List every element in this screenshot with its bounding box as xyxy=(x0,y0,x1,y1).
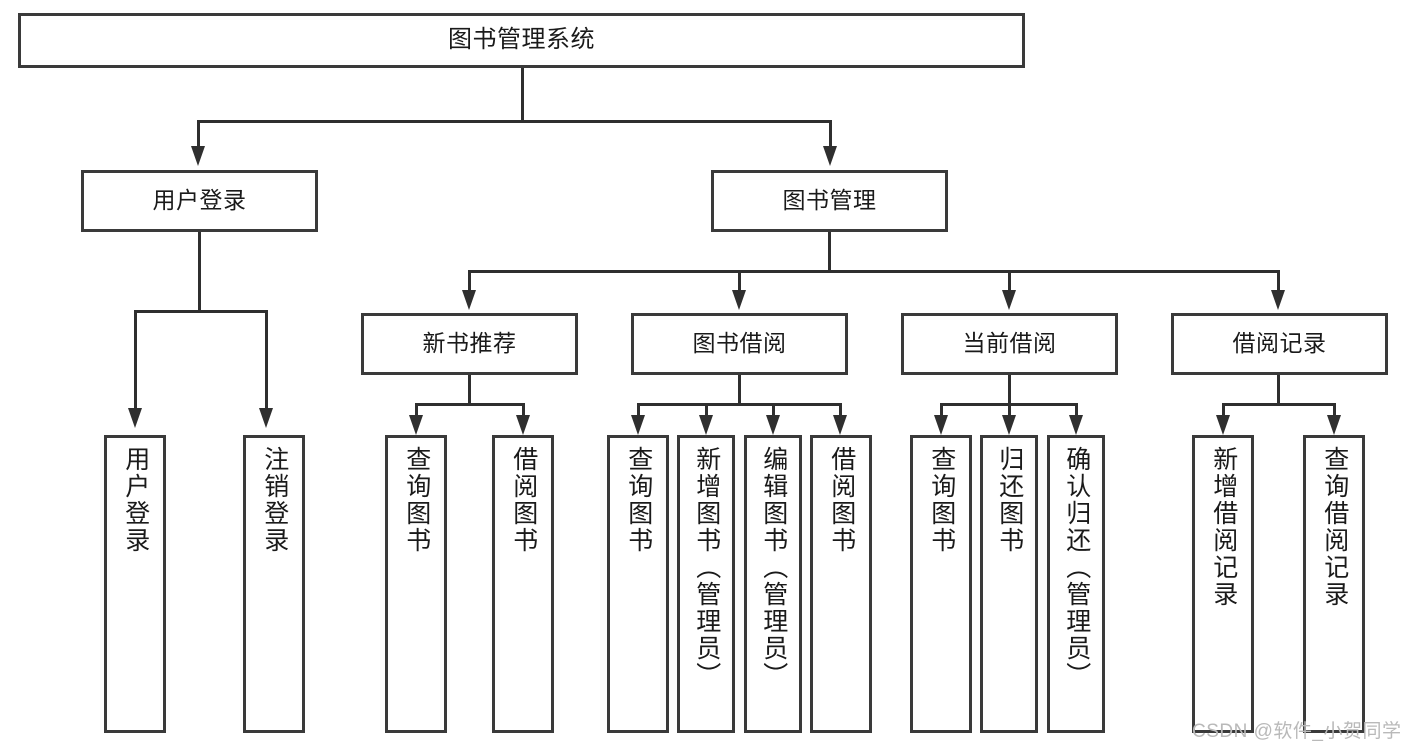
connector-root-stem xyxy=(521,68,524,120)
connector-level3-bus xyxy=(468,270,1280,273)
arrowhead-new-book xyxy=(462,290,476,310)
arrowhead-leaf-user-login-2 xyxy=(259,408,273,428)
leaf-label: 确认归还（管理员） xyxy=(1062,446,1091,689)
leaf-user-login-login[interactable]: 用户登录 xyxy=(104,435,166,733)
node-label: 借阅记录 xyxy=(1232,330,1327,357)
node-label: 新书推荐 xyxy=(422,330,517,357)
connector-book-borrow-drop-2 xyxy=(705,403,708,417)
arrowhead-leaf-book-borrow-1 xyxy=(631,415,645,435)
connector-new-book-stem xyxy=(468,375,471,403)
arrowhead-book-manage xyxy=(823,146,837,166)
connector-borrow-record-stem xyxy=(1277,375,1280,403)
arrowhead-leaf-new-book-2 xyxy=(516,415,530,435)
leaf-book-borrow-query[interactable]: 查询图书 xyxy=(607,435,669,733)
leaf-label: 新增借阅记录 xyxy=(1209,446,1238,608)
arrowhead-current-borrow xyxy=(1002,290,1016,310)
connector-level2-bus xyxy=(197,120,832,123)
connector-to-new-book xyxy=(468,270,471,292)
connector-new-book-drop-2 xyxy=(522,403,525,417)
leaf-book-borrow-add[interactable]: 新增图书（管理员） xyxy=(677,435,735,733)
leaf-book-borrow-borrow[interactable]: 借阅图书 xyxy=(810,435,872,733)
leaf-user-login-logout[interactable]: 注销登录 xyxy=(243,435,305,733)
arrowhead-borrow-record xyxy=(1271,290,1285,310)
arrowhead-leaf-new-book-1 xyxy=(409,415,423,435)
leaf-current-borrow-confirm[interactable]: 确认归还（管理员） xyxy=(1047,435,1105,733)
leaf-new-book-query[interactable]: 查询图书 xyxy=(385,435,447,733)
arrowhead-leaf-borrow-record-2 xyxy=(1327,415,1341,435)
leaf-borrow-record-add[interactable]: 新增借阅记录 xyxy=(1192,435,1254,733)
connector-borrow-record-bus xyxy=(1222,403,1336,406)
connector-book-borrow-drop-1 xyxy=(637,403,640,417)
node-user-login[interactable]: 用户登录 xyxy=(81,170,318,232)
connector-new-book-bus xyxy=(415,403,525,406)
leaf-label: 借阅图书 xyxy=(509,446,538,554)
leaf-new-book-borrow[interactable]: 借阅图书 xyxy=(492,435,554,733)
leaf-label: 查询图书 xyxy=(402,446,431,554)
leaf-label: 编辑图书（管理员） xyxy=(759,446,788,689)
connector-book-borrow-drop-3 xyxy=(772,403,775,417)
connector-book-manage-stem xyxy=(828,232,831,270)
node-label: 图书借阅 xyxy=(692,330,787,357)
connector-book-borrow-drop-4 xyxy=(839,403,842,417)
node-book-management[interactable]: 图书管理 xyxy=(711,170,948,232)
node-label: 用户登录 xyxy=(152,187,247,214)
leaf-label: 归还图书 xyxy=(995,446,1024,554)
arrowhead-leaf-borrow-record-1 xyxy=(1216,415,1230,435)
node-label: 当前借阅 xyxy=(962,330,1057,357)
node-root-system[interactable]: 图书管理系统 xyxy=(18,13,1025,68)
leaf-label: 借阅图书 xyxy=(827,446,856,554)
connector-borrow-record-drop-1 xyxy=(1222,403,1225,417)
leaf-current-borrow-return[interactable]: 归还图书 xyxy=(980,435,1038,733)
node-current-borrow[interactable]: 当前借阅 xyxy=(901,313,1118,375)
leaf-book-borrow-edit[interactable]: 编辑图书（管理员） xyxy=(744,435,802,733)
connector-user-login-stem xyxy=(198,232,201,310)
connector-current-borrow-drop-2 xyxy=(1008,403,1011,417)
leaf-current-borrow-query[interactable]: 查询图书 xyxy=(910,435,972,733)
connector-to-user-login xyxy=(197,120,200,148)
leaf-borrow-record-query[interactable]: 查询借阅记录 xyxy=(1303,435,1365,733)
connector-to-book-borrow xyxy=(738,270,741,292)
leaf-label: 新增图书（管理员） xyxy=(692,446,721,689)
leaf-label: 查询借阅记录 xyxy=(1320,446,1349,608)
leaf-label: 查询图书 xyxy=(927,446,956,554)
connector-new-book-drop-1 xyxy=(415,403,418,417)
leaf-label: 查询图书 xyxy=(624,446,653,554)
connector-to-book-manage xyxy=(829,120,832,148)
connector-user-login-bus xyxy=(134,310,268,313)
connector-book-borrow-stem xyxy=(738,375,741,403)
arrowhead-user-login xyxy=(191,146,205,166)
arrowhead-leaf-current-borrow-1 xyxy=(934,415,948,435)
connector-user-login-drop-2 xyxy=(265,310,268,410)
arrowhead-leaf-book-borrow-4 xyxy=(833,415,847,435)
leaf-label: 用户登录 xyxy=(121,446,150,554)
node-new-book-recommend[interactable]: 新书推荐 xyxy=(361,313,578,375)
arrowhead-leaf-book-borrow-3 xyxy=(766,415,780,435)
connector-current-borrow-stem xyxy=(1008,375,1011,403)
node-borrow-record[interactable]: 借阅记录 xyxy=(1171,313,1388,375)
connector-user-login-drop-1 xyxy=(134,310,137,410)
connector-to-borrow-record xyxy=(1277,270,1280,292)
connector-book-borrow-bus xyxy=(637,403,842,406)
node-book-borrow[interactable]: 图书借阅 xyxy=(631,313,848,375)
leaf-label: 注销登录 xyxy=(260,446,289,554)
arrowhead-leaf-book-borrow-2 xyxy=(699,415,713,435)
arrowhead-book-borrow xyxy=(732,290,746,310)
arrowhead-leaf-current-borrow-2 xyxy=(1002,415,1016,435)
connector-current-borrow-drop-3 xyxy=(1075,403,1078,417)
node-label: 图书管理系统 xyxy=(448,26,595,54)
connector-borrow-record-drop-2 xyxy=(1333,403,1336,417)
arrowhead-leaf-current-borrow-3 xyxy=(1069,415,1083,435)
connector-current-borrow-drop-1 xyxy=(940,403,943,417)
arrowhead-leaf-user-login-1 xyxy=(128,408,142,428)
node-label: 图书管理 xyxy=(782,187,877,214)
connector-to-current-borrow xyxy=(1008,270,1011,292)
